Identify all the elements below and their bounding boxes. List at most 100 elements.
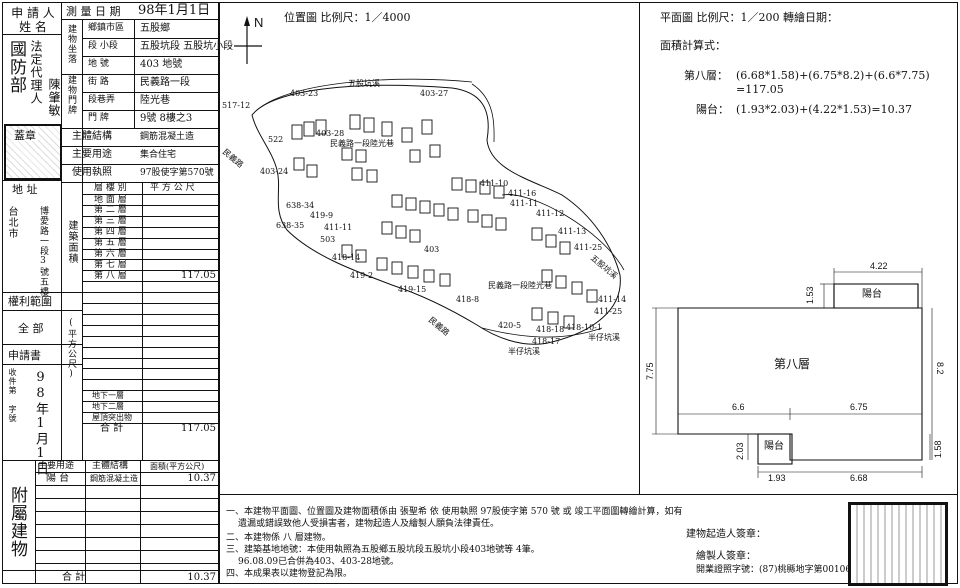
- top-balcony-label: 陽台: [862, 289, 882, 300]
- floor-plan: [652, 268, 933, 478]
- note-line: 二、本建物係 八 層建物。: [226, 533, 331, 543]
- map-label: 民義路一段陸光巷: [330, 139, 394, 148]
- annex-structure: 鋼筋混凝土造: [90, 474, 138, 483]
- map-label: 418-18: [536, 325, 565, 334]
- map-label: 418-17: [532, 337, 561, 346]
- legal-rep-label: 法定代理人: [29, 40, 43, 105]
- row-divider: [82, 368, 219, 370]
- area-total-value: 117.05: [181, 422, 216, 434]
- address-label: 地 址: [12, 183, 38, 196]
- info-label: 鄉鎮市區: [88, 23, 125, 33]
- location-map: [251, 78, 625, 345]
- floor-name: 第 三 層: [94, 216, 127, 227]
- dim-mid-right: 6.75: [850, 402, 868, 412]
- map-label: 411-11: [324, 223, 353, 232]
- door-label: 建物門牌: [66, 75, 76, 115]
- info-label: 主要用途: [72, 149, 112, 160]
- drafter-seal: [848, 502, 948, 586]
- row-divider: [82, 38, 219, 39]
- info-label: 門 牌: [88, 113, 109, 123]
- floor8-result: =117.05: [736, 83, 784, 96]
- dim-bottom-height: 2.03: [735, 442, 745, 460]
- note-line: 遺漏或錯誤致他人受損害者，建物起造人及繪製人願負法律責任。: [238, 519, 500, 529]
- rights-value: 全 部: [18, 322, 44, 335]
- floor8-formula: (6.68*1.58)+(6.75*8.2)+(6.6*7.75): [736, 69, 930, 82]
- basement-name: 屋頂突出物: [92, 413, 132, 422]
- map-label: 403-28: [316, 129, 345, 138]
- drafter-sign-label: 繪製人簽章：: [696, 551, 756, 562]
- annex-col-structure: 主體結構: [92, 461, 129, 471]
- annex-area: 10.37: [187, 473, 216, 484]
- map-label: 418-10-1: [566, 323, 602, 332]
- info-label: 街 路: [88, 77, 109, 87]
- info-label: 主體結構: [72, 131, 112, 142]
- row-divider: [35, 550, 219, 551]
- survey-date-label: 測 量 日 期: [66, 5, 121, 18]
- location-plan-title: 位置圖 比例尺：1／4000: [284, 11, 411, 24]
- row-divider: [82, 292, 219, 294]
- map-label: 403-24: [260, 167, 289, 176]
- row-divider: [35, 498, 219, 499]
- annex-usage: 陽 台: [46, 473, 70, 484]
- dim-mid-left: 6.6: [732, 402, 745, 412]
- balcony-formula: (1.93*2.03)+(4.22*1.53)=10.37: [736, 103, 913, 116]
- annex-col-usage: 主要用途: [38, 461, 75, 471]
- col-area-header: 平 方 公 尺: [150, 183, 195, 193]
- floor-name: 第 四 層: [94, 227, 127, 238]
- row-divider: [82, 56, 219, 57]
- dim-left-height: 7.75: [645, 362, 655, 380]
- note-line: 一、本建物平面圖、位置圖及建物面積係由 張聖希 依 使用執照 97股使字第 57…: [226, 507, 683, 517]
- row-divider: [82, 281, 219, 283]
- map-label: 半仔坑溪: [588, 333, 620, 342]
- map-label: 411-12: [536, 209, 565, 218]
- row-divider: [82, 379, 219, 381]
- builder-sign-label: 建物起造人簽章：: [686, 529, 766, 540]
- area-unit-label: (平方公尺): [66, 318, 76, 380]
- ministry-name: 國防部: [6, 40, 26, 94]
- map-label: 503: [320, 235, 336, 244]
- dim-right-height: 8.2: [935, 362, 945, 375]
- application-detail: 收件第 字號: [8, 368, 17, 423]
- area-calc-title: 面積計算式：: [660, 39, 726, 52]
- info-section-divider: [61, 74, 219, 75]
- floor-name: 第 六 層: [94, 249, 127, 259]
- address-city: 台北市: [6, 206, 17, 239]
- row-divider: [82, 412, 219, 413]
- area-col-divider: [142, 182, 143, 460]
- row-divider: [82, 346, 219, 348]
- row-divider: [35, 472, 219, 473]
- row-divider: [35, 537, 219, 538]
- map-label: 418-8: [456, 295, 480, 304]
- row-divider: [82, 422, 219, 424]
- info-label: 地 號: [88, 59, 109, 69]
- application-date: 98年1月1日: [33, 370, 48, 476]
- annex-col-area: 面積(平方公尺): [150, 462, 205, 471]
- row-divider: [35, 485, 219, 486]
- row-divider: [82, 270, 219, 272]
- floor-plan-title: 平面圖 比例尺：1／200 轉繪日期：: [660, 11, 838, 24]
- basement-name: 地下二層: [92, 402, 124, 412]
- map-label: 411-14: [598, 295, 627, 304]
- annex-total-label: 合 計: [62, 572, 86, 583]
- map-label: 419-15: [398, 285, 427, 294]
- map-label: 403-27: [420, 89, 449, 98]
- info-value: 9號 8樓之3: [140, 113, 193, 124]
- floor-name: 第 五 層: [94, 238, 127, 249]
- row-divider: [82, 357, 219, 359]
- row-divider: [82, 237, 219, 239]
- dim-top-height: 1.53: [805, 286, 815, 304]
- map-label: 411-10: [480, 179, 509, 188]
- info-value: 民義路一段: [140, 77, 190, 88]
- dim-bottom-left: 1.93: [768, 473, 786, 483]
- row-divider: [82, 259, 219, 261]
- row-divider: [82, 313, 219, 315]
- info-label: 使用執照: [72, 167, 112, 178]
- floor-name: 第 七 層: [94, 259, 127, 270]
- row-divider: [82, 215, 219, 217]
- row-divider: [82, 303, 219, 304]
- survey-date: 98年1月1日: [138, 3, 211, 18]
- row-divider: [61, 182, 219, 183]
- row-divider: [61, 128, 219, 129]
- info-value: 集合住宅: [140, 150, 177, 160]
- map-label: 638-35: [276, 221, 305, 230]
